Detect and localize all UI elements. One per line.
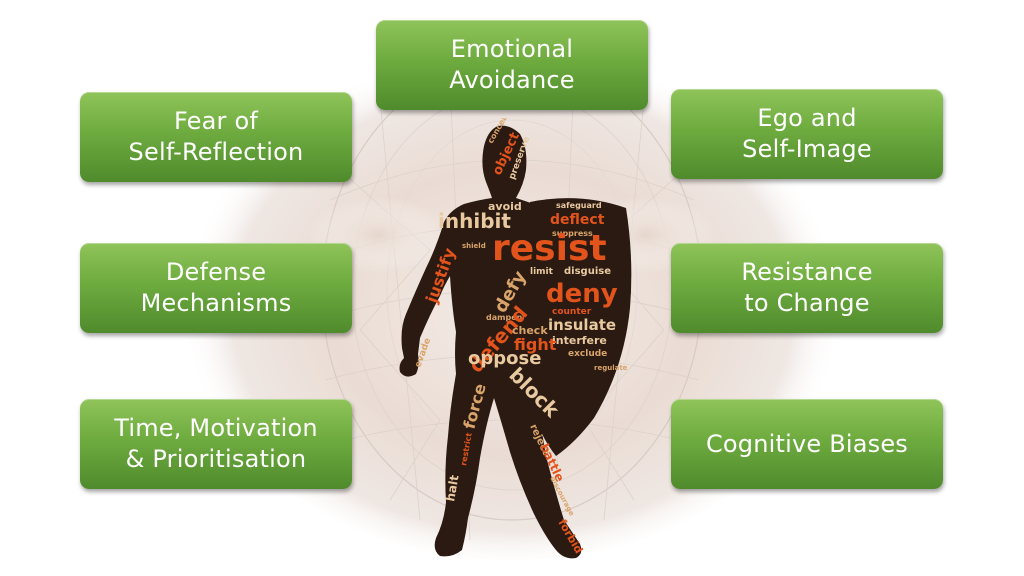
word-shield: shield — [462, 242, 486, 250]
word-check: check — [512, 324, 548, 337]
box-line: Self-Image — [742, 135, 872, 163]
box-line: & Prioritisation — [125, 445, 307, 473]
box-line: Resistance — [741, 258, 873, 286]
box-time-motivation-prioritisation: Time, Motivation & Prioritisation — [80, 399, 352, 489]
box-defense-mechanisms: Defense Mechanisms — [80, 243, 352, 333]
word-deflect: deflect — [550, 212, 605, 228]
word-inhibit: inhibit — [438, 209, 511, 233]
word-disguise: disguise — [564, 266, 611, 277]
word-counter: counter — [552, 307, 592, 317]
box-line: Cognitive Biases — [705, 429, 909, 458]
box-line: Time, Motivation — [114, 414, 318, 442]
shield-silhouette — [520, 198, 632, 456]
word-limit: limit — [530, 267, 554, 277]
box-line: Ego and — [757, 104, 857, 132]
box-line: Mechanisms — [140, 289, 292, 317]
box-line: Self-Reflection — [128, 138, 304, 166]
box-line: to Change — [744, 289, 870, 317]
word-resist: resist — [492, 228, 607, 269]
box-fear-of-self-reflection: Fear of Self-Reflection — [80, 92, 352, 182]
word-regulate: regulate — [594, 364, 628, 372]
resistance-figure-illustration: conceal object preserve avoid safeguard … — [399, 118, 632, 559]
word-fight: fight — [514, 335, 557, 354]
word-halt: halt — [443, 474, 461, 503]
box-resistance-to-change: Resistance to Change — [671, 243, 943, 333]
word-exclude: exclude — [568, 349, 607, 359]
box-emotional-avoidance: Emotional Avoidance — [376, 20, 648, 110]
box-line: Avoidance — [449, 66, 575, 94]
box-cognitive-biases: Cognitive Biases — [671, 399, 943, 489]
word-interfere: interfere — [552, 334, 607, 347]
box-line: Emotional — [450, 35, 574, 63]
box-ego-and-self-image: Ego and Self-Image — [671, 89, 943, 179]
word-safeguard: safeguard — [556, 201, 602, 210]
word-suppress: suppress — [552, 229, 593, 238]
box-line: Fear of — [173, 107, 258, 135]
word-insulate: insulate — [548, 316, 616, 334]
box-line: Defense — [165, 258, 267, 286]
word-deny: deny — [546, 279, 618, 309]
word-dampen: dampen — [486, 313, 523, 322]
word-avoid: avoid — [488, 200, 522, 213]
word-oppose: oppose — [468, 348, 541, 369]
